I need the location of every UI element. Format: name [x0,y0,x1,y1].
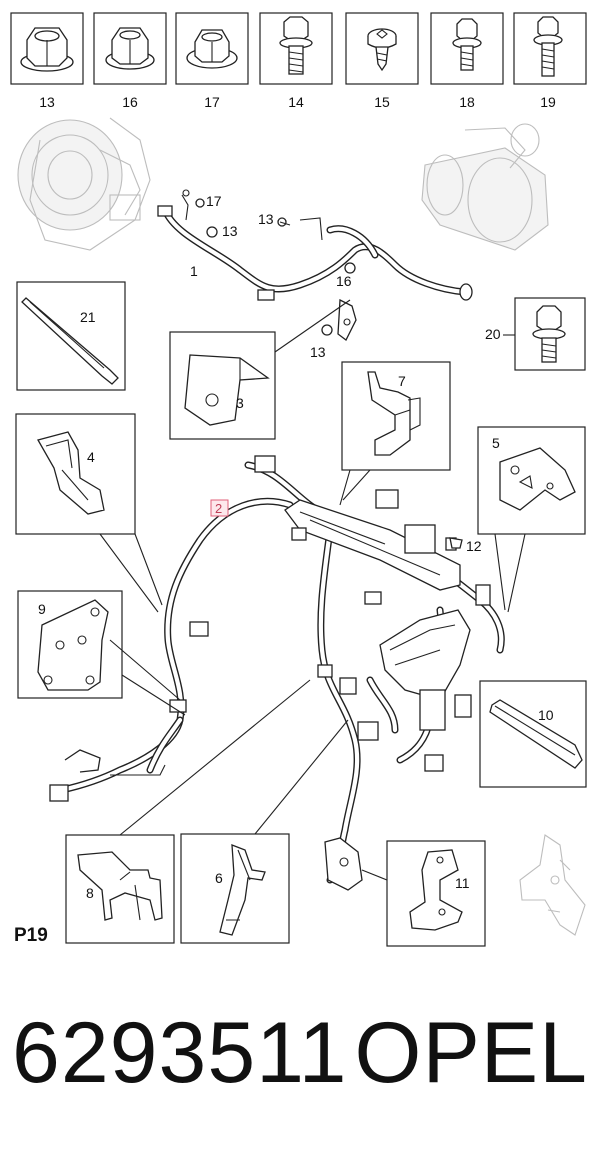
callout-13-upper-a: 13 [222,223,238,239]
callout-1: 1 [190,263,198,279]
callout-11: 11 [455,875,470,891]
part-4-clip-box[interactable]: 4 [15,413,163,613]
callout-9: 9 [38,601,46,617]
callout-13-lower: 13 [310,344,326,360]
callout-7: 7 [398,373,406,389]
brand-name: OPEL [354,1005,588,1101]
hardware-item-16[interactable]: 16 [93,12,167,110]
part-20-bolt-box[interactable]: 20 [485,297,586,371]
callout-5: 5 [492,435,500,451]
hardware-row: 13 16 17 [10,12,587,110]
callout-12: 12 [466,538,482,554]
callout-8: 8 [86,885,94,901]
callout-4: 4 [87,449,95,465]
bracket-7-icon [367,371,421,456]
bracket-9-icon [37,599,109,691]
flange-nut-icon [186,29,238,69]
part-9-bracket-box[interactable]: 9 [17,590,186,716]
hardware-item-14[interactable]: 14 [259,12,333,110]
bracket-6-icon [219,844,266,936]
callout-3: 3 [236,395,244,411]
callout-16-label: 16 [122,94,138,110]
callout-13-upper-b: 13 [258,211,274,227]
flange-bolt-icon [279,16,313,75]
part-10-strip-box[interactable]: 10 [479,680,587,788]
starter-motor-ghost [421,123,549,251]
hardware-item-15[interactable]: 15 [345,12,419,110]
cable-tie-icon [21,297,119,385]
part-6-bracket-box[interactable]: 6 [180,719,349,944]
callout-2-highlight[interactable]: 2 [210,499,229,517]
main-harness [49,455,505,891]
callout-21: 21 [80,309,96,325]
flange-bolt-icon [452,18,482,71]
strip-10-icon [489,699,583,769]
part-21-cable-tie-box[interactable]: 21 [16,281,126,391]
callout-20: 20 [485,326,501,342]
bracket-11-icon [409,849,463,931]
callout-17b: 17 [206,193,222,209]
flange-nut-icon [105,27,155,70]
bracket-5-icon [499,447,576,511]
hardware-item-18[interactable]: 18 [430,12,504,110]
alternator-ghost [17,117,151,251]
callout-14-label: 14 [288,94,304,110]
clip-4-icon [37,431,105,515]
upper-harness [157,189,473,341]
part-8-bracket-box[interactable]: 8 [65,679,311,944]
flange-nut-icon [20,27,74,72]
page-label: P19 [14,925,48,946]
torx-screw-icon [367,28,397,72]
hardware-item-19[interactable]: 19 [513,12,587,110]
part-7-bracket-box[interactable]: 7 [339,361,451,506]
bracket-8-icon [77,851,163,921]
part-number: 6293511 [12,1005,348,1101]
hardware-item-17[interactable]: 17 [175,12,249,110]
callout-16b: 16 [336,273,352,289]
hardware-item-13[interactable]: 13 [10,12,84,110]
wiring-harness-diagram: 13 16 17 [10,12,587,947]
callout-6: 6 [215,870,223,886]
callout-15-label: 15 [374,94,390,110]
part-5-bracket-box[interactable]: 5 [477,426,586,613]
flange-bolt-icon [533,16,563,77]
callout-10: 10 [538,707,554,723]
callout-19-label: 19 [540,94,556,110]
callout-2: 2 [215,501,222,516]
flange-bolt-icon [532,305,566,363]
callout-18-label: 18 [459,94,475,110]
callout-13-label: 13 [39,94,55,110]
part-11-bracket-box[interactable]: 11 [361,840,486,947]
part-3-bracket-box[interactable]: 3 [169,299,351,440]
bracket-ghost [519,834,586,936]
callout-17-label: 17 [204,94,220,110]
bracket-3-icon [184,354,270,426]
